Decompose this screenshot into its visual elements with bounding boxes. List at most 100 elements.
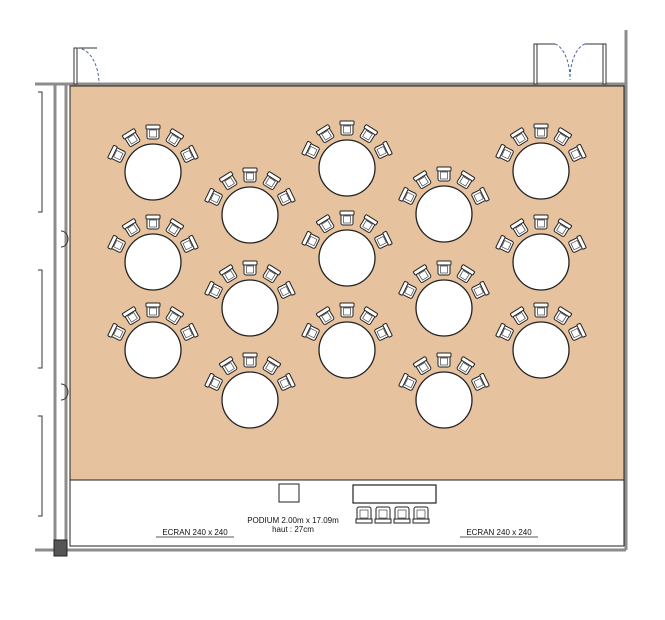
chair: [204, 372, 223, 391]
door-top-right: [533, 43, 607, 85]
walls: [35, 30, 628, 557]
chair: [495, 234, 514, 253]
lectern: [278, 483, 300, 503]
chair: [180, 322, 199, 341]
head-table-chair: [412, 506, 430, 524]
chair: [553, 127, 572, 146]
chair: [553, 306, 572, 325]
round-table: [495, 302, 587, 379]
chair: [204, 187, 223, 206]
chair: [471, 186, 490, 205]
table-top: [124, 233, 182, 291]
chair: [122, 306, 141, 325]
chair: [262, 356, 281, 375]
chair: [495, 322, 514, 341]
chair: [398, 372, 417, 391]
chair: [413, 264, 432, 283]
chair: [301, 140, 320, 159]
chair: [204, 280, 223, 299]
table-top: [124, 143, 182, 201]
chair: [107, 322, 126, 341]
chair: [145, 214, 161, 230]
chair: [510, 218, 529, 237]
chair: [568, 322, 587, 341]
round-table: [495, 123, 587, 200]
chair: [316, 306, 335, 325]
round-table: [204, 260, 296, 337]
round-table: [398, 166, 490, 243]
chair: [262, 264, 281, 283]
round-table: [398, 352, 490, 429]
chair: [277, 280, 296, 299]
round-table: [204, 352, 296, 429]
chair: [456, 356, 475, 375]
chair: [316, 214, 335, 233]
chair: [359, 306, 378, 325]
chair: [122, 128, 141, 147]
round-table: [301, 210, 393, 287]
chair: [242, 167, 258, 183]
table-top: [512, 321, 570, 379]
table-top: [318, 321, 376, 379]
chair: [510, 306, 529, 325]
chair: [242, 352, 258, 368]
table-top: [221, 186, 279, 244]
chair: [301, 230, 320, 249]
chair: [339, 210, 355, 226]
round-table: [204, 167, 296, 244]
chair: [165, 128, 184, 147]
table-top: [512, 142, 570, 200]
round-table: [107, 214, 199, 291]
chair: [436, 260, 452, 276]
chair: [242, 260, 258, 276]
table-top: [221, 279, 279, 337]
door-top-left: [73, 47, 100, 85]
chair: [568, 234, 587, 253]
head-table-chair: [355, 506, 373, 524]
chair: [359, 124, 378, 143]
chair: [436, 352, 452, 368]
chair: [436, 166, 452, 182]
chair: [277, 372, 296, 391]
chair: [533, 123, 549, 139]
chair: [398, 186, 417, 205]
chair: [510, 127, 529, 146]
screen-left-label: ECRAN 240 x 240: [162, 528, 228, 537]
table-top: [318, 139, 376, 197]
chair: [107, 234, 126, 253]
chair: [180, 234, 199, 253]
round-table: [107, 124, 199, 201]
tables-layer: [107, 120, 587, 429]
chair: [122, 218, 141, 237]
chair: [339, 120, 355, 136]
chair: [568, 143, 587, 162]
chair: [165, 218, 184, 237]
chair: [398, 280, 417, 299]
chair: [374, 140, 393, 159]
head-table-chair: [374, 506, 392, 524]
chair: [219, 171, 238, 190]
chair: [553, 218, 572, 237]
round-table: [301, 120, 393, 197]
round-table: [495, 214, 587, 291]
podium-height-label: haut : 27cm: [272, 525, 314, 534]
chair: [219, 264, 238, 283]
chair: [456, 264, 475, 283]
chair: [277, 187, 296, 206]
left-partitions: [38, 91, 69, 517]
round-table: [398, 260, 490, 337]
table-top: [318, 229, 376, 287]
chair: [471, 280, 490, 299]
table-top: [221, 371, 279, 429]
stage-area: [69, 479, 625, 547]
screen-right-label: ECRAN 240 x 240: [466, 528, 532, 537]
chair: [145, 124, 161, 140]
table-top: [415, 371, 473, 429]
table-top: [124, 321, 182, 379]
chair: [339, 302, 355, 318]
chair: [301, 322, 320, 341]
chair: [471, 372, 490, 391]
chair: [262, 171, 281, 190]
table-top: [415, 279, 473, 337]
